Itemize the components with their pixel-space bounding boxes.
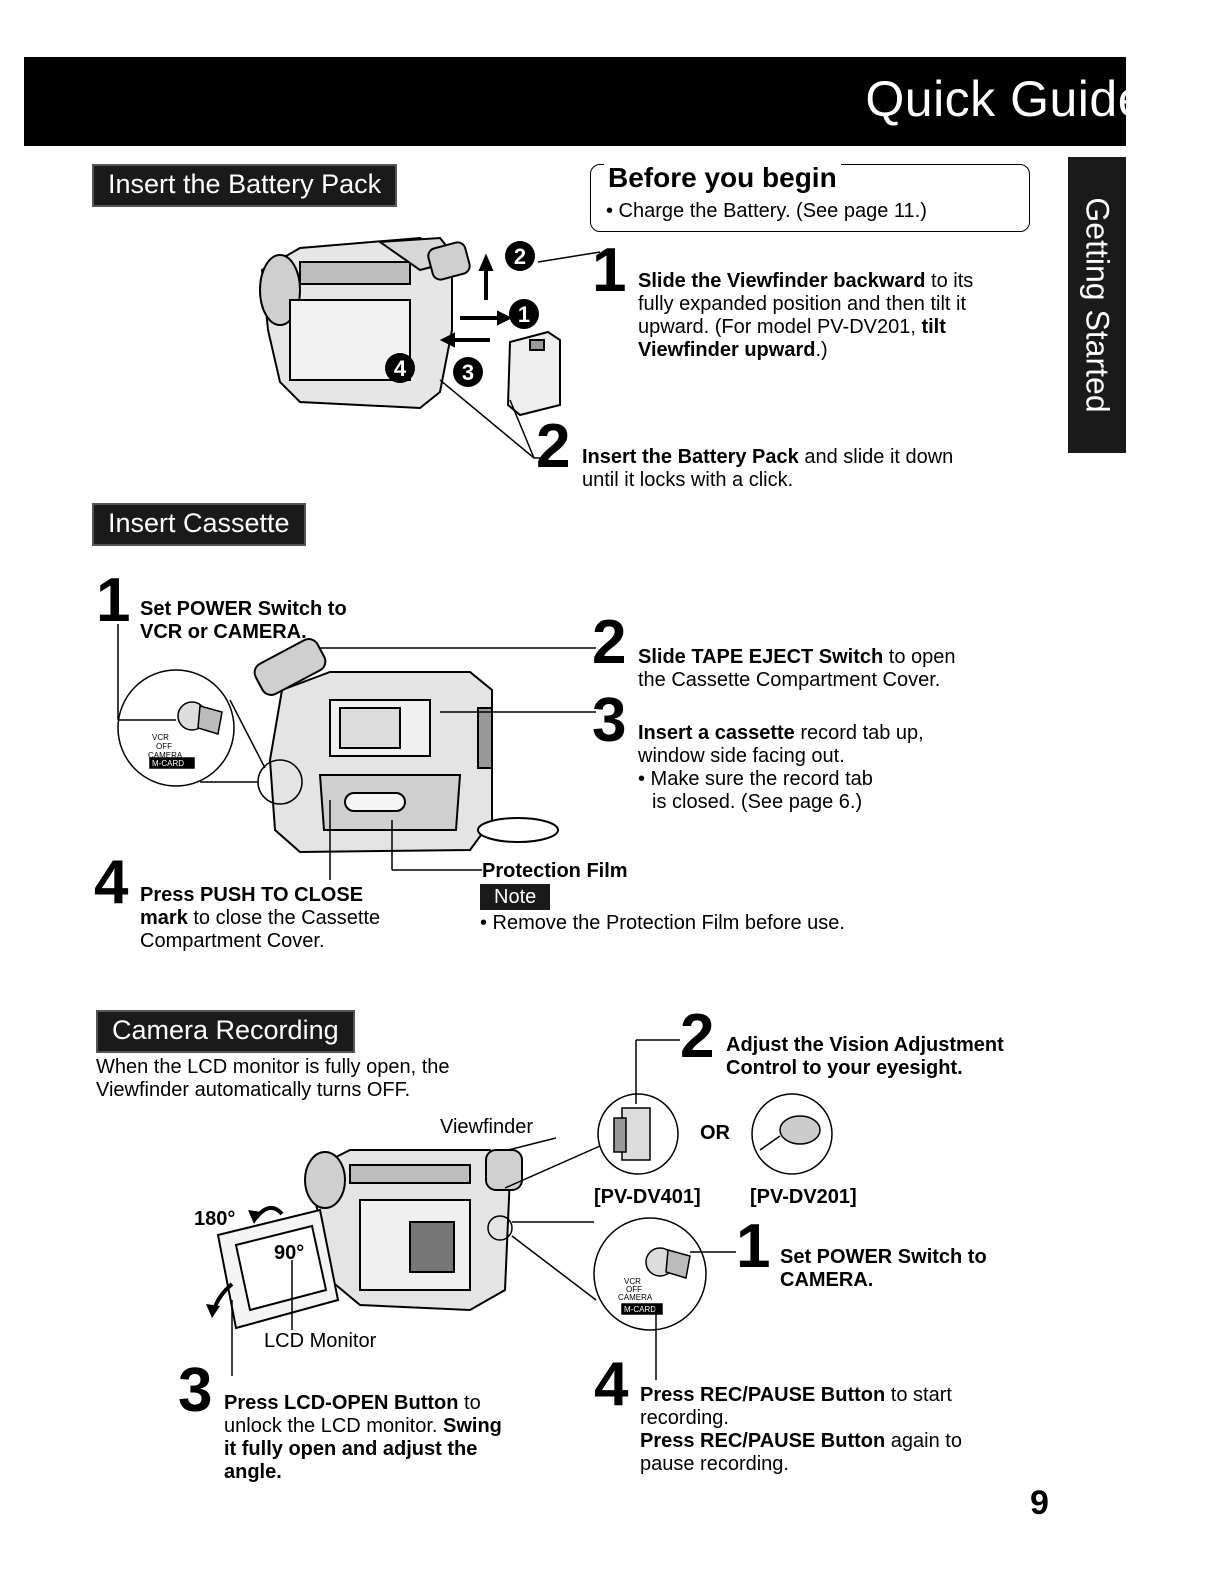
dial2-mcard: M-CARD [624,1305,656,1314]
callout-circle-4 [385,353,415,383]
recording-intro: When the LCD monitor is fully open, the … [96,1056,450,1101]
cassette-step4-number: 4 [94,848,129,917]
battery-heading: Insert the Battery Pack [92,164,398,208]
power-dial-inset [117,669,235,787]
camcorder-drawing-2 [253,638,559,854]
protection-film-label: Protection Film [482,860,628,882]
callout-3: 3 [462,360,474,385]
cassette-step3-text: Insert a cassette record tab up, window … [638,722,924,813]
angle-180-label: 180° [194,1208,236,1230]
camcorder-drawing-3 [304,1149,523,1312]
callout-4: 4 [394,356,407,381]
recording-arrows [206,1206,284,1318]
cassette-step1-number: 1 [96,566,131,635]
battery-step2-number: 2 [536,412,571,481]
recording-leader-lines [231,1039,736,1380]
cassette-step2-number: 2 [592,608,627,677]
viewfinder-label: Viewfinder [440,1116,534,1138]
callout-circle-1 [509,299,539,329]
dial-vcr: VCR [152,733,169,742]
callout-2: 2 [514,244,526,269]
note-badge: Note [480,884,551,910]
cassette-leader-lines [117,624,596,880]
battery-leader-lines [439,251,601,459]
model-b-label: [PV-DV201] [750,1186,857,1208]
dial-camera: CAMERA [148,751,183,760]
angle-90-label: 90° [274,1242,305,1264]
or-label: OR [700,1122,730,1144]
recording-step1-text: Set POWER Switch to CAMERA. [780,1246,987,1291]
battery-arrows [439,253,513,348]
dial-mcard: M-CARD [152,759,184,768]
cassette-step3-number: 3 [592,686,627,755]
model-a-label: [PV-DV401] [594,1186,701,1208]
protection-note-text: • Remove the Protection Film before use. [480,912,845,934]
eyepiece-inset-a [597,1093,679,1175]
recording-step4-number: 4 [594,1350,629,1419]
side-tab: Getting Started [1068,157,1126,453]
recording-heading: Camera Recording [96,1010,355,1054]
page-number: 9 [1030,1484,1049,1522]
lcd-monitor-drawing [216,1208,340,1330]
dial-off: OFF [156,742,172,751]
callout-1: 1 [518,302,530,327]
callout-circle-2 [505,241,535,271]
recording-step3-text: Press LCD-OPEN Button to unlock the LCD … [224,1392,502,1483]
dial2-vcr: VCR [624,1277,641,1286]
recording-step3-number: 3 [178,1356,213,1425]
battery-step2-text: Insert the Battery Pack and slide it dow… [582,446,954,491]
cassette-heading: Insert Cassette [92,503,306,547]
cassette-step1-text: Set POWER Switch to VCR or CAMERA. [140,598,347,643]
page-title: Quick Guide [865,71,1146,127]
cassette-step4-text: Press PUSH TO CLOSE mark to close the Ca… [140,884,381,952]
lcd-monitor-label: LCD Monitor [264,1330,377,1352]
recording-step2-number: 2 [680,1002,715,1071]
recording-step4-text: Press REC/PAUSE Button to start recordin… [640,1384,962,1475]
battery-step1-number: 1 [592,236,627,305]
power-dial-inset-2 [593,1217,707,1331]
title-bar [24,57,1126,146]
before-you-begin-bullet: • Charge the Battery. (See page 11.) [606,200,927,222]
dial2-camera: CAMERA [618,1293,653,1302]
battery-step1-text: Slide the Viewfinder backward to its ful… [638,270,974,361]
callout-circle-3 [453,357,483,387]
battery-pack-drawing [506,330,561,417]
dial2-off: OFF [626,1285,642,1294]
eyepiece-inset-b [751,1093,833,1175]
recording-step2-text: Adjust the Vision Adjustment Control to … [726,1034,1004,1079]
cassette-step2-text: Slide TAPE EJECT Switch to open the Cass… [638,646,956,691]
recording-step1-number: 1 [736,1212,771,1281]
before-you-begin-title: Before you begin [604,162,841,194]
